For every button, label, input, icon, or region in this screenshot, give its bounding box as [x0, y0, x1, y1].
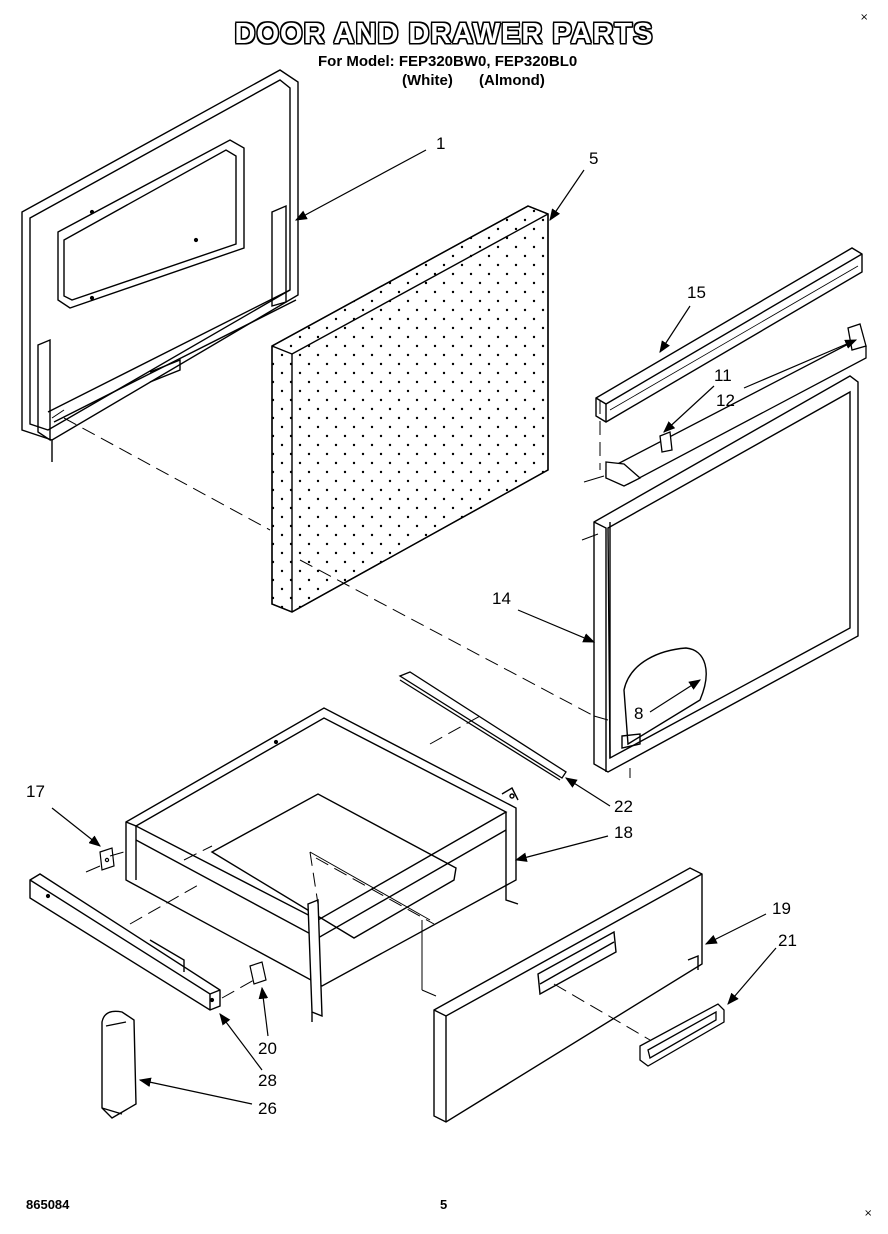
callout-5: 5	[589, 149, 598, 168]
callout-11: 11	[714, 366, 732, 385]
callout-21: 21	[778, 931, 797, 950]
drawer-handle	[639, 1003, 725, 1067]
corner-mark-bottom-right: ×	[864, 1208, 873, 1219]
color-variants: (White) (Almond)	[402, 72, 545, 89]
front-rail-bar	[29, 873, 221, 1011]
callout-20: 20	[258, 1039, 277, 1058]
assembly-lines	[63, 400, 651, 1041]
callout-8: 8	[634, 704, 643, 723]
page-number: 5	[440, 1197, 448, 1212]
outer-door-panel	[21, 69, 299, 462]
callout-28: 28	[258, 1071, 277, 1090]
inner-door-frame	[593, 375, 859, 773]
callout-1: 1	[436, 134, 445, 153]
clip-center	[249, 961, 267, 985]
end-cap	[101, 1010, 137, 1119]
page-title: DOOR AND DRAWER PARTS	[234, 18, 654, 50]
callout-17: 17	[26, 782, 45, 801]
variant-almond: (Almond)	[479, 72, 545, 89]
assembly-guides	[51, 409, 631, 997]
callout-labels: 1 5 15 11 12 14 8 17 22 18 19 21 20 28 2…	[26, 134, 797, 1118]
leader-arrows	[51, 149, 858, 1105]
trim-strip	[595, 247, 863, 423]
drawer-body	[125, 707, 519, 1022]
drawer-rail	[398, 671, 567, 781]
document-number: 865084	[26, 1197, 70, 1212]
clip-left	[99, 847, 115, 871]
callout-15: 15	[687, 283, 706, 302]
corner-mark-top-right: ×	[860, 12, 869, 23]
callout-14: 14	[492, 589, 511, 608]
variant-white: (White)	[402, 72, 453, 89]
drawer-front-panel	[433, 867, 703, 1123]
insulation-block	[271, 205, 549, 613]
callout-19: 19	[772, 899, 791, 918]
callout-22: 22	[614, 797, 633, 816]
callout-26: 26	[258, 1099, 277, 1118]
callout-18: 18	[614, 823, 633, 842]
callout-12: 12	[716, 391, 735, 410]
model-line: For Model: FEP320BW0, FEP320BL0	[318, 53, 578, 70]
